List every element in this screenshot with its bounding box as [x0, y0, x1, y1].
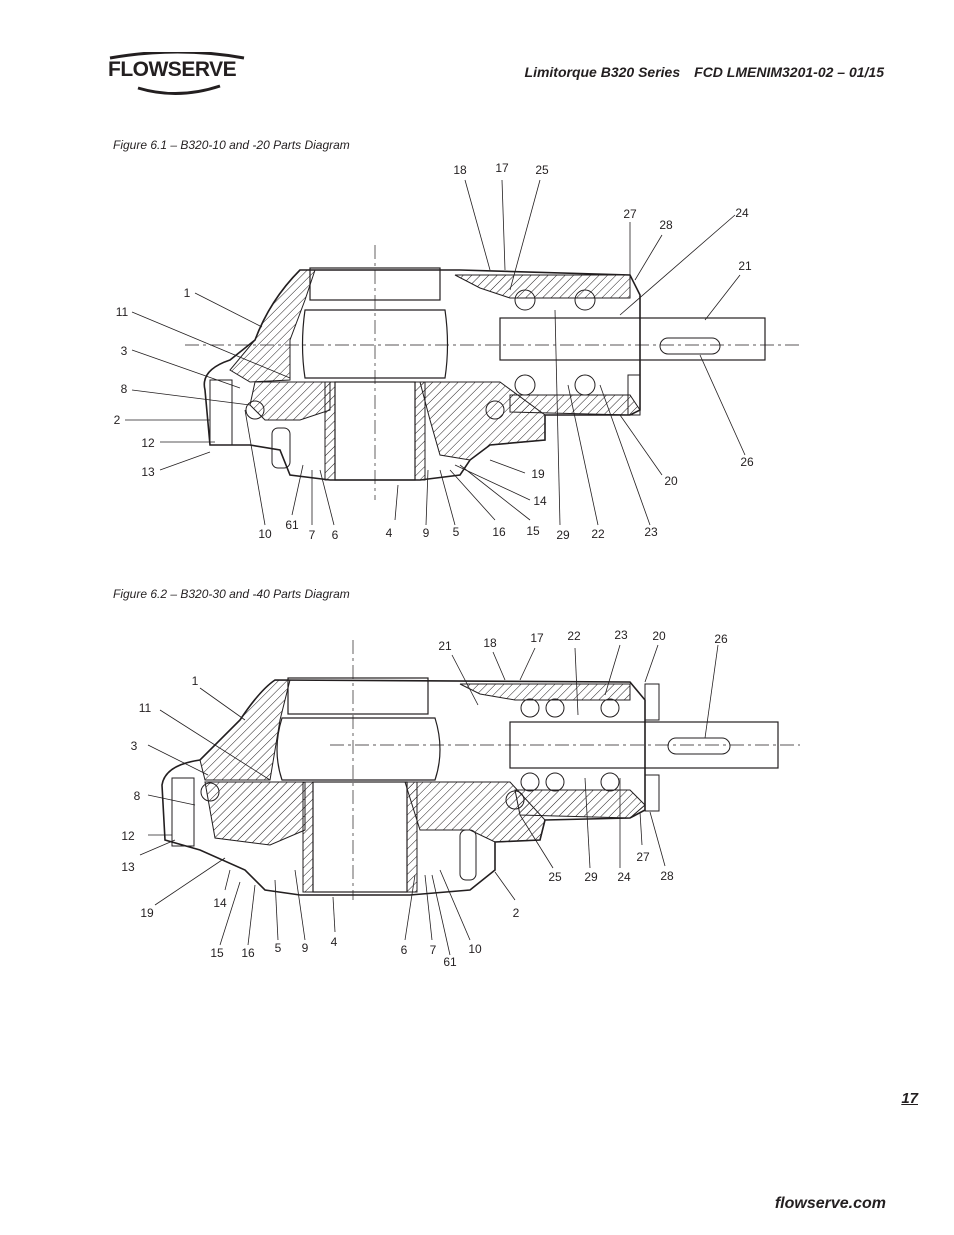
page-number: 17: [901, 1090, 918, 1107]
part-label: 15: [210, 946, 224, 960]
part-label: 24: [735, 206, 749, 220]
part-label: 14: [213, 896, 227, 910]
part-label: 22: [591, 527, 605, 541]
part-label: 3: [121, 344, 128, 358]
part-label: 13: [141, 465, 155, 479]
part-label: 1: [184, 286, 191, 300]
part-label: 20: [664, 474, 678, 488]
part-label: 9: [302, 941, 309, 955]
logo-swoosh-icon: [109, 50, 245, 95]
part-label: 61: [443, 955, 457, 969]
part-label: 25: [548, 870, 562, 884]
brand-name: FLOWSERVE: [108, 58, 237, 81]
part-label: 4: [331, 935, 338, 949]
part-label: 19: [140, 906, 154, 920]
part-label: 24: [617, 870, 631, 884]
figure-caption-2: Figure 6.2 – B320-30 and -40 Parts Diagr…: [113, 587, 350, 601]
footer-url[interactable]: flowserve.com: [774, 1195, 886, 1212]
part-label: 21: [738, 259, 752, 273]
product-name: Limitorque B320 Series: [524, 64, 681, 80]
part-label: 12: [121, 829, 135, 843]
part-label: 7: [309, 528, 316, 542]
parts-diagram-1: 18 17 25 27 28 24 21 1 11 3 8 2 12 13 19…: [114, 161, 800, 542]
part-label: 27: [636, 850, 650, 864]
part-label: 17: [530, 631, 544, 645]
part-label: 2: [513, 906, 520, 920]
part-label: 5: [275, 941, 282, 955]
part-label: 27: [623, 207, 637, 221]
part-label: 18: [483, 636, 497, 650]
part-label: 29: [556, 528, 570, 542]
figure-caption-1: Figure 6.1 – B320-10 and -20 Parts Diagr…: [113, 138, 350, 152]
part-label: 28: [660, 869, 674, 883]
document-code: FCD LMENIM3201-02 – 01/15: [694, 64, 884, 80]
part-label: 10: [468, 942, 482, 956]
part-label: 23: [644, 525, 658, 539]
part-label: 3: [131, 739, 138, 753]
part-label: 15: [526, 524, 540, 538]
part-label: 16: [241, 946, 255, 960]
part-label: 12: [141, 436, 155, 450]
part-label: 11: [116, 305, 129, 319]
parts-diagram-2: 21 18 17 22 23 20 26 1 11 3 8 12 13 19 1…: [121, 628, 800, 969]
part-label: 26: [714, 632, 728, 646]
part-label: 25: [535, 163, 549, 177]
part-label: 9: [423, 526, 430, 540]
part-label: 1: [192, 674, 199, 688]
part-label: 5: [453, 525, 460, 539]
part-label: 17: [495, 161, 509, 175]
part-label: 7: [430, 943, 437, 957]
part-label: 22: [567, 629, 581, 643]
part-label: 26: [740, 455, 754, 469]
part-label: 28: [659, 218, 673, 232]
part-label: 21: [438, 639, 452, 653]
flowserve-logo: FLOWSERVE: [108, 50, 248, 96]
part-label: 2: [114, 413, 121, 427]
part-label: 19: [531, 467, 545, 481]
header-title: Limitorque B320 Series FCD LMENIM3201-02 …: [511, 64, 884, 80]
part-label: 13: [121, 860, 135, 874]
part-label: 20: [652, 629, 666, 643]
part-label: 18: [453, 163, 467, 177]
part-label: 16: [492, 525, 506, 539]
part-label: 6: [401, 943, 408, 957]
part-label: 14: [533, 494, 547, 508]
part-label: 6: [332, 528, 339, 542]
part-label: 8: [121, 382, 128, 396]
part-label: 23: [614, 628, 628, 642]
part-label: 8: [134, 789, 141, 803]
part-label: 4: [386, 526, 393, 540]
part-label: 10: [258, 527, 272, 541]
part-label: 29: [584, 870, 598, 884]
part-label: 61: [285, 518, 299, 532]
part-label: 11: [139, 701, 152, 715]
